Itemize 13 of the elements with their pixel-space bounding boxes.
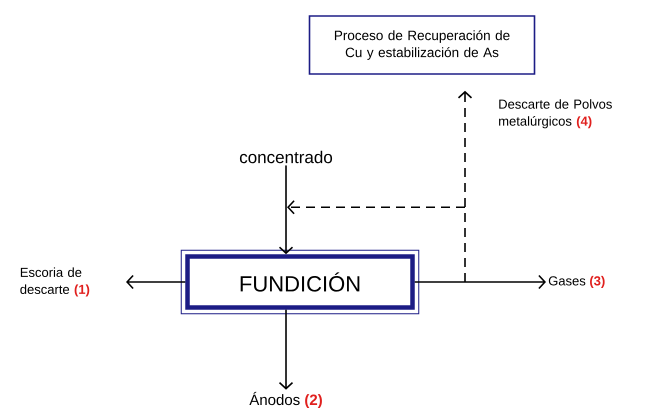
smelter-box: FUNDICIÓN — [180, 250, 420, 314]
arrow — [126, 274, 186, 290]
arrow — [278, 310, 294, 390]
arrow — [287, 200, 465, 214]
arrow — [278, 165, 294, 254]
input-label: concentrado — [240, 150, 332, 164]
output-label: Ánodos (2) — [249, 392, 322, 408]
arrow — [414, 274, 546, 290]
arrow — [458, 90, 472, 282]
stream-label: Descarte de Polvos metalúrgicos (4) — [499, 99, 612, 128]
output-label: Escoria de descarte (1) — [20, 267, 90, 297]
process-box: Proceso de Recuperación de Cu y estabilización de As — [308, 15, 536, 75]
output-label: Gases (3) — [548, 276, 605, 288]
